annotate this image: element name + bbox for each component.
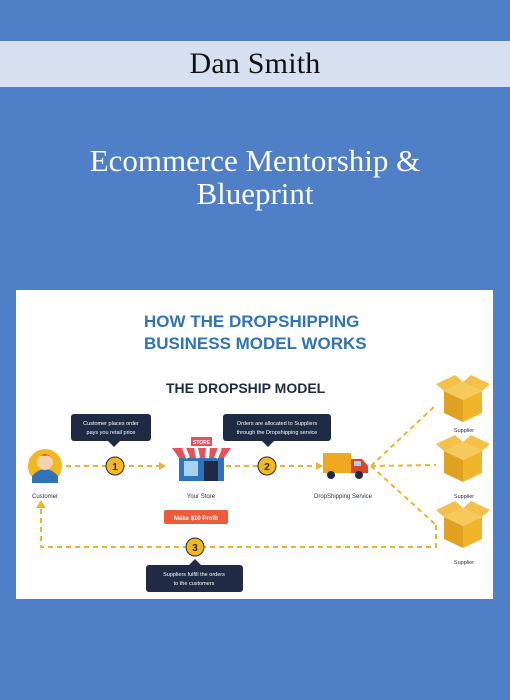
- return-arrow-icon: [36, 500, 46, 508]
- author-bar: Dan Smith: [0, 41, 510, 87]
- arrow-right-icon: [159, 462, 166, 470]
- callout3-line-2: to the customers: [174, 581, 215, 587]
- step-badge-2: 2: [257, 456, 277, 476]
- supplier-box-icon: [436, 435, 490, 482]
- step-badge-1: 1: [105, 456, 125, 476]
- callout-orders-allocated: Orders are allocated to Suppliers throug…: [223, 414, 331, 447]
- supplier-label-2: Supplier: [454, 494, 474, 500]
- store-icon: STORE: [172, 437, 231, 481]
- dropshipping-infographic: HOW THE DROPSHIPPING BUSINESS MODEL WORK…: [16, 290, 493, 599]
- callout2-line-2: through the Dropshipping service: [237, 430, 318, 436]
- store-label: Your Store: [187, 494, 216, 500]
- course-title: Ecommerce Mentorship & Blueprint: [40, 144, 470, 210]
- infographic-canvas: HOW THE DROPSHIPPING BUSINESS MODEL WORK…: [28, 312, 490, 592]
- arrow-right-icon: [316, 462, 323, 470]
- infographic-heading-line-2: BUSINESS MODEL WORKS: [144, 334, 367, 353]
- course-title-line-1: Ecommerce Mentorship &: [89, 143, 421, 178]
- step-1-number: 1: [112, 462, 118, 473]
- delivery-truck-icon: [323, 453, 368, 479]
- profit-badge: Make $10 Profit: [164, 510, 228, 524]
- step-2-number: 2: [264, 462, 270, 473]
- supplier-box-icon: [436, 375, 490, 422]
- callout-customer-order: Customer places order pays you retail pr…: [71, 414, 151, 447]
- supplier-label-1: Supplier: [454, 428, 474, 434]
- course-title-line-2: Blueprint: [196, 176, 314, 211]
- supplier-label-3: Supplier: [454, 560, 474, 566]
- supplier-box-icon: [436, 501, 490, 548]
- callout3-line-1: Suppliers fulfill the orders: [163, 572, 225, 578]
- callout2-line-1: Orders are allocated to Suppliers: [237, 421, 318, 427]
- infographic-heading-line-1: HOW THE DROPSHIPPING: [144, 312, 359, 331]
- customer-label: Customer: [32, 494, 58, 500]
- author-name: Dan Smith: [189, 47, 321, 80]
- store-sign: STORE: [193, 440, 211, 446]
- callout1-line-1: Customer places order: [83, 421, 139, 427]
- step-3-number: 3: [192, 543, 198, 554]
- profit-label: Make $10 Profit: [174, 516, 218, 522]
- dropshipping-service-label: DropShipping Service: [314, 494, 373, 500]
- callout1-line-2: pays you retail price: [87, 430, 136, 436]
- step-badge-3: 3: [185, 537, 205, 557]
- callout-suppliers-fulfill: Suppliers fulfill the orders to the cust…: [146, 559, 243, 592]
- customer-avatar-icon: [28, 449, 62, 483]
- infographic-subheading: THE DROPSHIP MODEL: [166, 380, 326, 396]
